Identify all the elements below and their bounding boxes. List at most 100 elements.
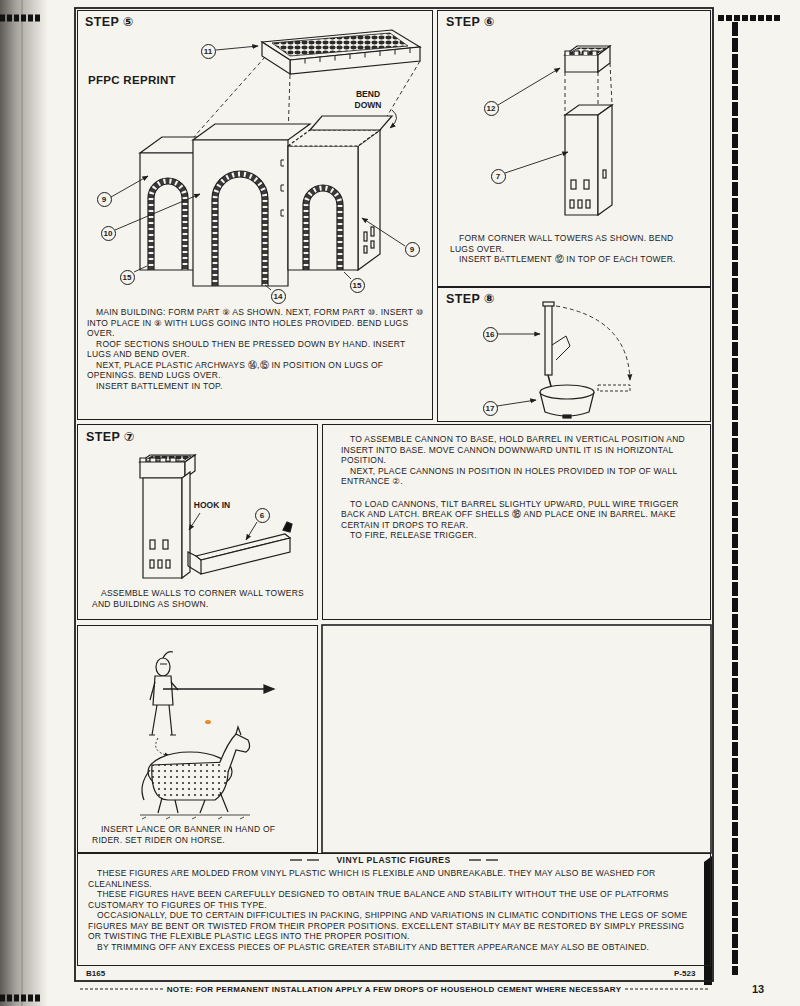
callout-number: 10 (101, 226, 116, 241)
rider-drawing (140, 815, 250, 819)
instruction-text: INSERT LANCE OR BANNER IN HAND OF RIDER.… (92, 824, 307, 845)
main-building-drawing (154, 184, 182, 270)
main-building-drawing (193, 140, 288, 286)
panel-frame (75, 8, 713, 989)
rider-drawing (140, 652, 274, 819)
rider-drawing (220, 734, 250, 772)
wall-assembly-drawing (188, 552, 201, 574)
main-building-drawing (216, 46, 258, 50)
callout-number: 6 (255, 508, 270, 523)
step-panel: STEP ⑧ (437, 287, 711, 422)
cannon-drawing (497, 400, 536, 406)
step-heading: STEP ⑤ (85, 14, 134, 29)
cannon-drawing (540, 385, 594, 399)
instruction-text: THESE FIGURES HAVE BEEN CAREFULLY DESIGN… (88, 889, 700, 910)
main-building-drawing (288, 146, 358, 270)
footer-note: NOTE: FOR PERMANENT INSTALLATION APPLY A… (163, 985, 626, 994)
main-building-drawing (115, 194, 200, 230)
instruction-text: NEXT, PLACE PLASTIC ARCHWAYS ⑭,⑮ IN POSI… (87, 360, 427, 381)
instruction-panel: INSERT LANCE OR BANNER IN HAND OF RIDER.… (77, 625, 318, 853)
cannon-drawing (598, 385, 630, 391)
main-building-drawing (290, 47, 420, 74)
page-binding (0, 0, 48, 1006)
corner-tower-drawing (565, 55, 598, 72)
main-building-drawing (358, 130, 380, 270)
page-number: 13 (752, 983, 764, 995)
main-building-drawing (344, 272, 351, 279)
cannon-drawing (552, 336, 570, 360)
main-building-drawing (288, 130, 380, 146)
instruction-text: FORM CORNER WALL TOWERS AS SHOWN. BEND L… (450, 233, 700, 254)
wall-assembly-drawing (150, 560, 154, 568)
rider-drawing (142, 770, 150, 800)
text-column: THESE FIGURES ARE MOLDED FROM VINYL PLAS… (88, 868, 700, 952)
callout-number: 17 (483, 401, 498, 416)
main-building-drawing (303, 185, 343, 270)
wall-assembly-drawing (163, 540, 168, 549)
panel-frame (322, 625, 711, 853)
corner-tower-drawing (565, 115, 598, 215)
callout-number: 15 (120, 270, 135, 285)
main-building-drawing (140, 153, 195, 270)
main-building-drawing (390, 110, 397, 128)
corner-tower-drawing (570, 200, 574, 208)
rider-drawing (150, 682, 178, 700)
callout-number: 7 (491, 169, 506, 184)
corner-tower-drawing (505, 152, 568, 173)
cannon-drawing (563, 415, 571, 418)
instruction-text: TO FIRE, RELEASE TRIGGER. (341, 530, 701, 541)
corner-tower-drawing (565, 51, 597, 55)
cannon-drawing (545, 305, 552, 375)
rider-drawing (205, 720, 211, 724)
instruction-text: ROOF SECTIONS SHOULD THEN BE PRESSED DOW… (87, 339, 427, 360)
wall-assembly-drawing (158, 560, 162, 568)
panel-frame (75, 8, 713, 981)
main-building-drawing (111, 176, 148, 197)
part-note: HOOK IN (194, 500, 230, 510)
wall-assembly-drawing (140, 462, 185, 478)
page-binding (0, 15, 42, 22)
main-building-drawing (218, 177, 262, 286)
corner-tower-drawing (586, 200, 590, 208)
main-building-drawing (362, 218, 405, 246)
part-note: BEND DOWN (349, 89, 387, 111)
callout-number: 9 (97, 192, 112, 207)
instruction-text: INSERT BATTLEMENT IN TOP. (87, 381, 427, 392)
rider-drawing (156, 738, 170, 756)
instruction-text: ASSEMBLE WALLS TO CORNER WALL TOWERS AND… (92, 588, 304, 609)
cannon-drawing (556, 306, 630, 380)
instruction-text: TO LOAD CANNONS, TILT BARREL SLIGHTLY UP… (341, 499, 701, 531)
main-building-drawing (151, 181, 185, 270)
text-column: FORM CORNER WALL TOWERS AS SHOWN. BEND L… (450, 233, 700, 265)
corner-tower-drawing (603, 170, 606, 178)
print-code: P-523 (674, 969, 695, 978)
instruction-text: THESE FIGURES ARE MOLDED FROM VINYL PLAS… (88, 868, 700, 889)
step-heading: STEP ⑥ (446, 14, 495, 29)
instruction-text: OCCASIONALLY, DUE TO CERTAIN DIFFICULTIE… (88, 910, 700, 942)
main-building-drawing (371, 227, 374, 236)
text-column: ASSEMBLE WALLS TO CORNER WALL TOWERS AND… (92, 588, 304, 609)
page-binding (718, 15, 780, 21)
wall-assembly-drawing (189, 513, 200, 530)
reprint-mark: PFPC REPRINT (88, 74, 176, 86)
main-building-drawing (364, 232, 367, 241)
wall-assembly-drawing (150, 540, 155, 549)
main-building-drawing (306, 188, 340, 270)
wall-assembly-drawing (283, 522, 292, 532)
text-column: TO ASSEMBLE CANNON TO BASE, HOLD BARREL … (341, 434, 701, 541)
main-building-drawing (148, 178, 188, 270)
notice-panel: VINYL PLASTIC FIGURESTHESE FIGURES ARE M… (77, 853, 711, 966)
page-binding (0, 995, 42, 1002)
corner-tower-drawing (498, 68, 560, 105)
corner-tower-drawing (578, 200, 582, 208)
main-building-drawing (364, 246, 367, 253)
rider-drawing (163, 688, 264, 690)
panel-frame (469, 859, 481, 860)
corner-tower-drawing (565, 63, 612, 115)
main-building-drawing (371, 241, 374, 248)
rider-drawing (153, 676, 173, 705)
instruction-text: TO ASSEMBLE CANNON TO BASE, HOLD BARREL … (341, 434, 701, 466)
cannon-drawing (497, 302, 630, 418)
instruction-text: BY TRIMMING OFF ANY EXCESS PIECES OF PLA… (88, 942, 700, 953)
